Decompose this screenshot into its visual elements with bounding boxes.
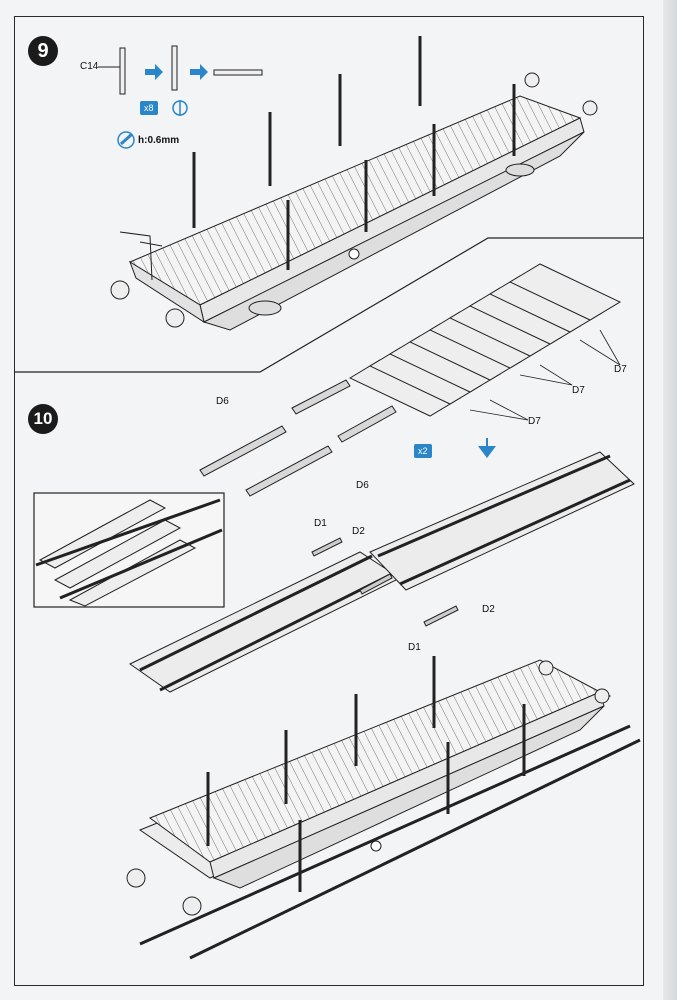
quantity-badge-x8: x8 (140, 101, 158, 115)
part-label-d7-a: D7 (614, 364, 627, 375)
part-label-d7-c: D7 (528, 416, 541, 427)
part-label-d6-bottom: D6 (356, 480, 369, 491)
step-divider (14, 237, 644, 373)
page-edge (663, 0, 677, 1000)
sleepers-d7 (348, 263, 622, 417)
arrow-down-icon (478, 438, 496, 458)
cutter-icon (117, 131, 135, 149)
part-label-d1-bottom: D1 (408, 642, 421, 653)
joiner-parts (311, 537, 459, 627)
part-label-d6-top: D6 (216, 396, 229, 407)
page-frame (14, 16, 644, 986)
wagon-step9 (110, 36, 598, 331)
wagon-on-track (126, 656, 641, 960)
quantity-badge-x2: x2 (414, 444, 432, 458)
stake-detail-sequence (98, 45, 263, 95)
part-label-d7-b: D7 (572, 385, 585, 396)
rail-d6-parts (199, 379, 397, 497)
track-section-right (369, 451, 635, 591)
arrow-right-icon (145, 64, 208, 80)
part-label-d1-top: D1 (314, 518, 327, 529)
part-label-d2-right: D2 (482, 604, 495, 615)
part-label-c14: C14 (80, 61, 99, 72)
part-label-d2-top: D2 (352, 526, 365, 537)
drill-hole-icon (172, 100, 188, 116)
step-number-10: 10 (28, 404, 58, 434)
cut-height-note: h:0.6mm (138, 135, 180, 146)
step-number-9: 9 (28, 36, 58, 66)
d7-leader-lines (469, 329, 621, 421)
inset-track (35, 498, 223, 607)
